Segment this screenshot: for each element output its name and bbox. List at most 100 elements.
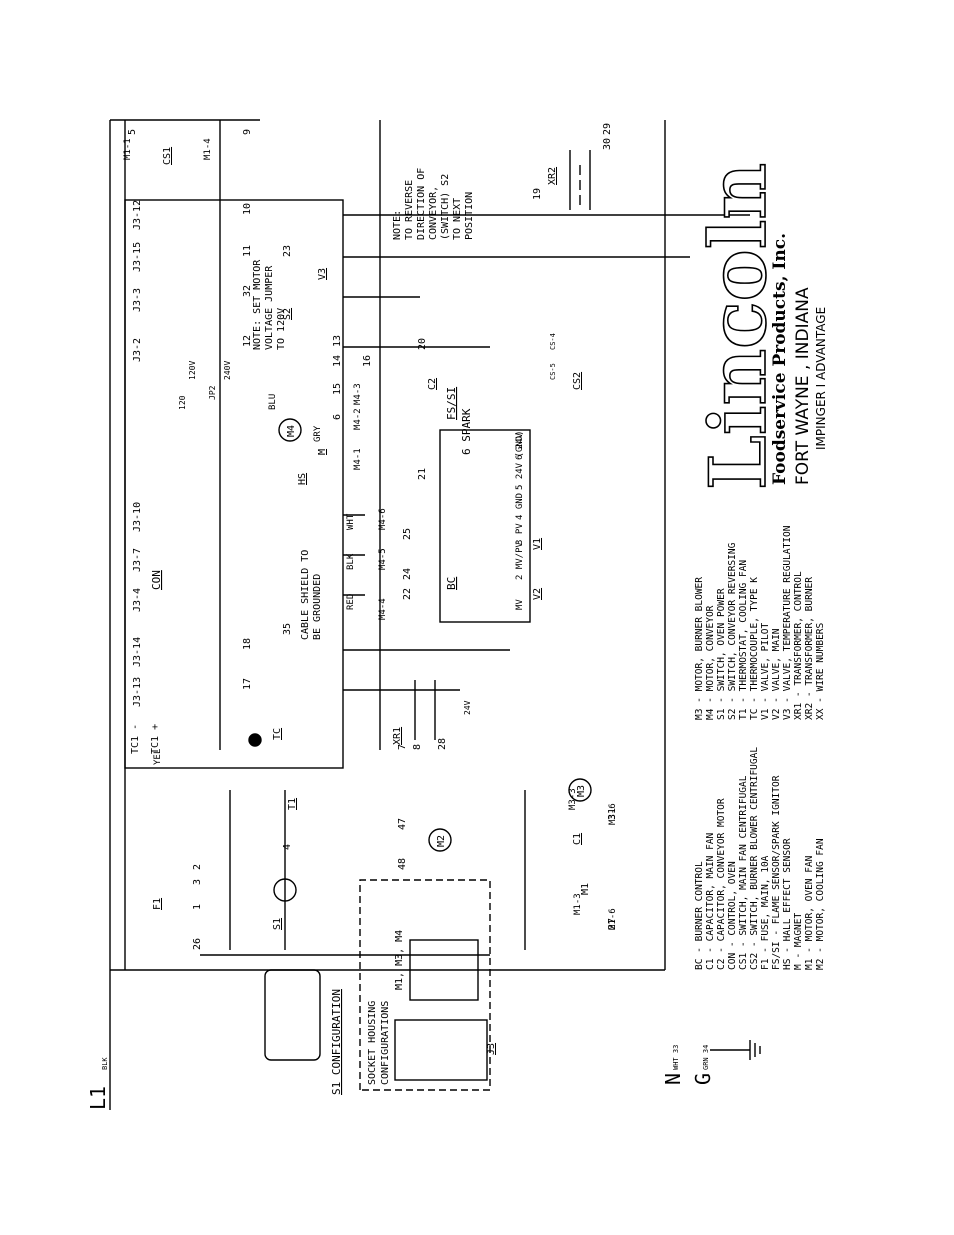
bc-pin-pv: 3 PV	[515, 523, 525, 545]
blu-label: BLU	[268, 394, 278, 410]
conn-m4-6: M4-6	[378, 508, 388, 530]
n120-label: 120	[178, 395, 187, 410]
wire-13: 13	[332, 335, 343, 347]
gry-label: GRY	[313, 425, 323, 442]
legend-left-2: C2 - CAPACITOR, CONVEYOR MOTOR	[716, 798, 727, 970]
m-socket	[409, 939, 479, 1001]
brand-city: FORT WAYNE , INDIANA	[793, 287, 813, 485]
bc-pin-mv: MV	[515, 599, 525, 610]
legend-left-11: M2 - MOTOR, COOLING FAN	[815, 838, 826, 970]
note-reverse-7: POSITION	[464, 192, 475, 240]
wire-5: 5	[127, 129, 138, 135]
yel-label: YEL	[153, 749, 163, 765]
legend-left-5: CS2 - SWITCH, BURNER BLOWER CENTRIFUGAL	[749, 747, 760, 970]
wire-3: 3	[192, 879, 203, 885]
con-pin-j3-14: J3-14	[132, 637, 143, 667]
conn-m4-2: M4-2	[353, 408, 363, 430]
m3-motor	[568, 778, 592, 802]
wire-27: 27	[607, 918, 618, 930]
wire-48: 48	[397, 858, 408, 870]
note-motor-3: TO 120V	[276, 308, 287, 350]
diagram-content: L1 BLK N G WHT 33 GRN 34 CON BC FS/SI 6 …	[86, 119, 828, 1110]
wire-23: 23	[282, 245, 293, 257]
socket-label-1: SOCKET HOUSING	[367, 1001, 378, 1085]
wire-17: 17	[242, 678, 253, 690]
note-reverse-4: CONVEYOR,	[428, 186, 439, 240]
wire-19: 19	[532, 188, 543, 200]
v1-label: V1	[532, 538, 543, 550]
hs-label: HS	[297, 473, 308, 485]
l1-label: L1	[86, 1086, 110, 1110]
grn-tag: GRN 34	[702, 1045, 710, 1070]
wire-10: 10	[242, 203, 253, 215]
legend: BC - BURNER CONTROL C1 - CAPACITOR, MAIN…	[694, 525, 826, 970]
v240-label: 240V	[223, 361, 232, 380]
m3-label: M3	[576, 785, 587, 797]
con-pin-j3-4: J3-4	[132, 588, 143, 612]
conn-m3-6: M3-6	[608, 803, 618, 825]
note-reverse-5: (SWITCH) S2	[440, 174, 451, 240]
t1-label: T1	[287, 798, 298, 810]
xr1-label: XR1	[392, 727, 403, 745]
bc-label: BC	[445, 577, 458, 590]
socket-label-2: CONFIGURATIONS	[380, 1001, 391, 1085]
blk-label: BLK	[346, 553, 356, 570]
legend-right-0: M3 - MOTOR, BURNER BLOWER	[694, 577, 705, 720]
diagram-text: L1 BLK N G WHT 33 GRN 34 CON BC FS/SI 6 …	[86, 123, 828, 1110]
wire-22: 22	[402, 588, 413, 600]
wire-12: 12	[242, 335, 253, 347]
wire-8: 8	[412, 744, 423, 750]
n-label: N	[661, 1073, 685, 1085]
wire-11: 11	[242, 245, 253, 257]
legend-right-7: V2 - VALVE, MAIN	[771, 628, 782, 720]
brand-subtitle: Foodservice Products, Inc.	[770, 233, 790, 485]
j3-socket	[394, 1019, 488, 1081]
wire-35: 35	[282, 623, 293, 635]
conn-m4-1: M4-1	[353, 448, 363, 470]
con-pin-j3-10: J3-10	[132, 502, 143, 532]
m4-motor	[278, 418, 302, 442]
wire-4: 4	[282, 844, 293, 850]
conn-m4-5: M4-5	[378, 548, 388, 570]
s2-label: S2	[282, 308, 293, 320]
spark-label: 6 SPARK	[460, 408, 473, 455]
note-motor-1: NOTE: SET MOTOR	[252, 259, 263, 350]
wire-1: 1	[192, 904, 203, 910]
con-pin-j3-12: J3-12	[132, 200, 143, 230]
bc-box	[439, 429, 531, 623]
m2-label: M2	[436, 835, 447, 847]
wire-28: 28	[437, 738, 448, 750]
con-pin-j3-3: J3-3	[132, 288, 143, 312]
legend-left-6: F1 - FUSE, MAIN, 10A	[760, 855, 771, 970]
conn-cs2-4: CS-4	[549, 333, 557, 350]
bc-pin-24v: 6 24V	[515, 432, 525, 460]
xr2-label: XR2	[547, 167, 558, 185]
con-pin-j3-7: J3-7	[132, 548, 143, 572]
wire-32: 32	[242, 285, 253, 297]
wire-15: 15	[332, 383, 343, 395]
legend-right-10: XR2 - TRANSFORMER, BURNER	[804, 577, 815, 720]
conn-m1-4: M1-4	[203, 138, 213, 160]
wire-14: 14	[332, 355, 343, 367]
wht-label: WHT	[346, 513, 356, 530]
conn-m1-6: M1-6	[608, 908, 618, 930]
fs-si-label: FS/SI	[445, 387, 458, 420]
wire-numbers: 5 9 10 11 23 32 12 13 14 16 15 6 18 17 3…	[127, 123, 618, 950]
jp2-label: JP2	[208, 385, 217, 400]
note-reverse-2: TO REVERSE	[404, 180, 415, 240]
con-pin-j3-15: J3-15	[132, 242, 143, 272]
cs1-label: CS1	[162, 147, 173, 165]
legend-right-5: TC - THERMOCOUPLE, TYPE K	[749, 577, 760, 720]
f1-label: F1	[152, 898, 163, 910]
wire-25: 25	[402, 528, 413, 540]
wire-21: 21	[417, 468, 428, 480]
m1-label: M1	[580, 883, 591, 895]
note-reverse-3: DIRECTION OF	[416, 168, 427, 240]
red-label: RED	[346, 594, 356, 610]
m4-label: M4	[286, 425, 297, 437]
bc-pin-mv-pv: 2 MV/PV	[515, 541, 525, 580]
j3-label: J3	[486, 1043, 497, 1055]
note-cable-1: CABLE SHIELD TO	[300, 550, 311, 640]
conn-m4-3: M4-3	[353, 383, 363, 405]
wire-9: 9	[242, 129, 253, 135]
